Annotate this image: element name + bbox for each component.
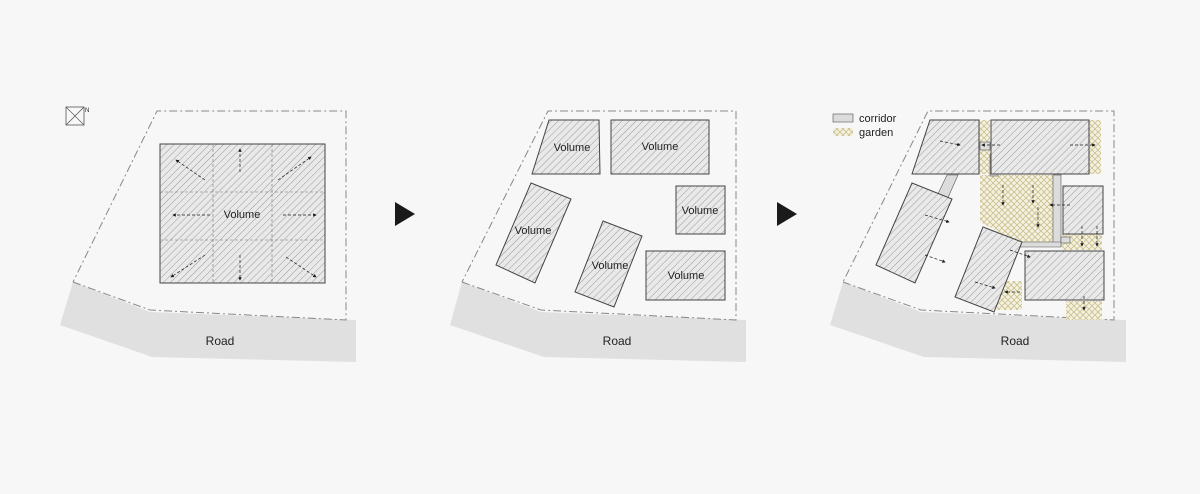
site-boundary [842,110,1115,321]
corridor [1052,174,1062,247]
volume [990,119,1090,175]
volume: Volume [610,119,710,175]
connection-arrows [924,140,1099,311]
volume: Volume [645,250,726,301]
volume-label: Volume [592,260,629,272]
road [60,282,356,362]
road-label: Road [206,334,235,348]
volume [159,143,326,284]
corridor [1060,236,1071,244]
expansion-arrows [170,148,317,281]
step-arrow-icon [395,202,415,226]
panel-3: Road corridor garden [830,110,1126,362]
volume [1062,185,1104,235]
site-boundary [461,110,737,321]
volume-label: Volume [515,225,552,237]
step-arrow-icon [777,202,797,226]
panel-2: Road Volume Volume Volume Volume Volume … [450,110,746,362]
road [450,282,746,362]
panel-1: Road N Volume [60,106,356,362]
volume: Volume [574,220,643,308]
volume: Volume [495,182,572,284]
corridor [1015,241,1062,248]
legend-garden-swatch [833,128,853,136]
road-label: Road [603,334,632,348]
volume-label: Volume [224,209,261,221]
legend: corridor garden [832,113,897,139]
road-label: Road [1001,334,1030,348]
volumes [875,119,1105,313]
volume: Volume [531,119,601,175]
volume [875,182,953,284]
volume-label: Volume [554,142,591,154]
legend-corridor-label: corridor [859,113,897,125]
site-boundary [72,110,347,321]
volume-label: Volume [668,270,705,282]
compass: N [65,106,89,126]
corridor [979,141,991,151]
volume [911,119,980,175]
garden [980,175,1053,242]
volume-label: Volume [642,141,679,153]
legend-garden-label: garden [859,127,893,139]
volume: Volume [675,185,726,235]
volume-label: Volume [682,205,719,217]
compass-north-label: N [85,108,89,114]
legend-corridor-swatch [832,113,854,123]
volume [1024,250,1105,301]
volume-subdivision-lines [160,144,325,283]
road [830,282,1126,362]
garden [1089,120,1101,174]
volume [954,226,1023,313]
